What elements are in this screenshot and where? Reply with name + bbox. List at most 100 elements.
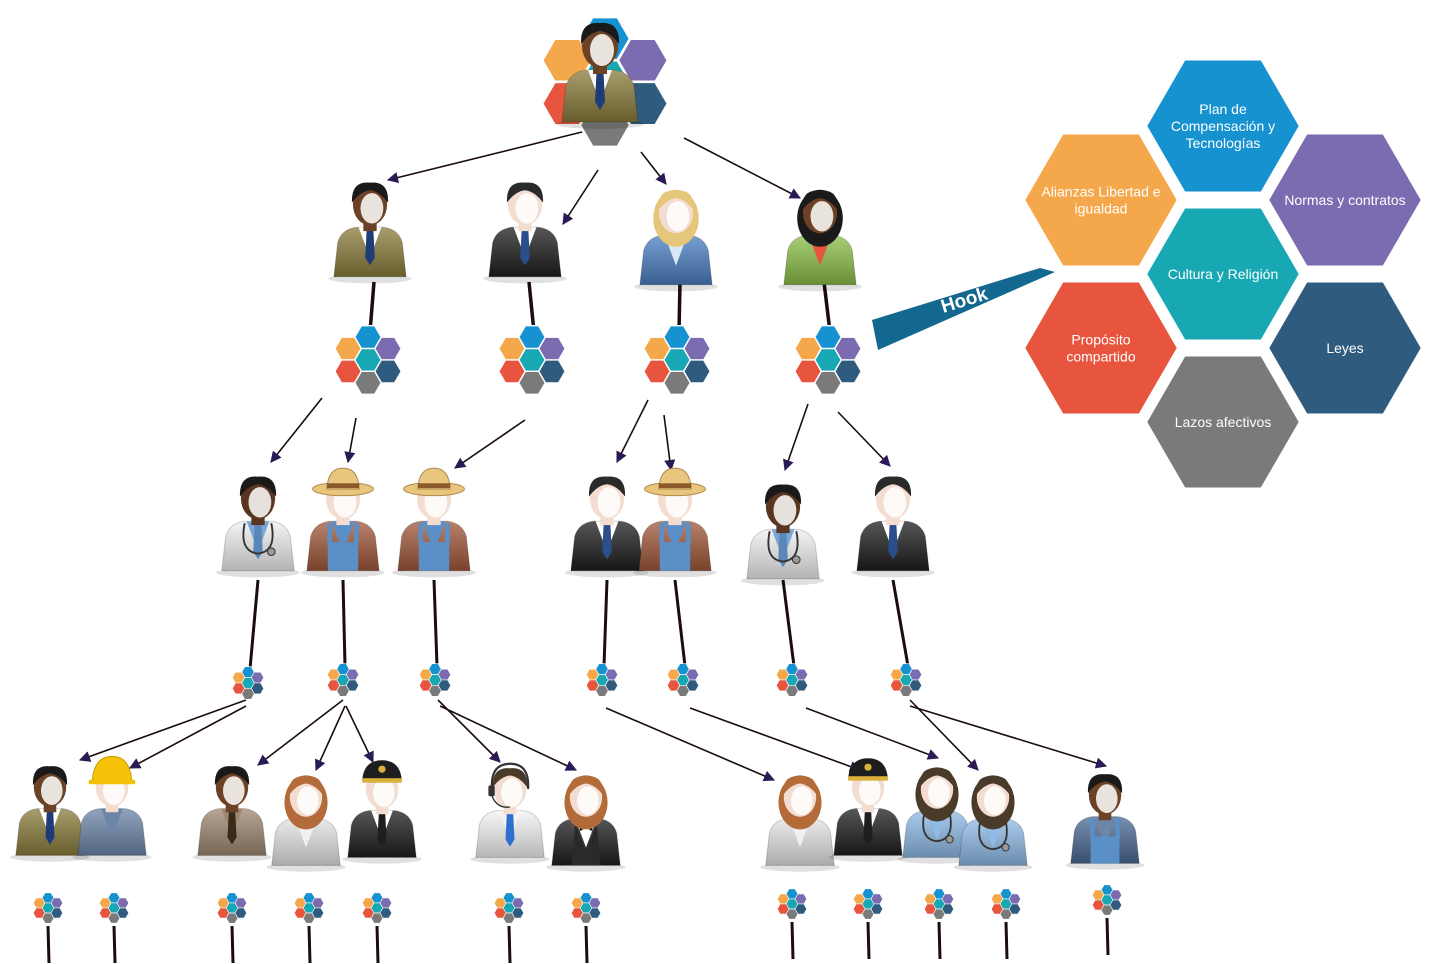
connector-line	[822, 281, 832, 333]
level3-hex-cluster-9	[852, 888, 884, 920]
connector-line	[584, 925, 589, 964]
connector-line	[677, 281, 682, 333]
cluster-hex-gray	[999, 908, 1013, 920]
cluster-hex-gray	[813, 370, 843, 396]
level2-5-farmer-icon	[633, 467, 717, 578]
arrow-line	[909, 699, 979, 771]
cluster-hex-gray	[785, 684, 799, 697]
level3-4-woman-icon	[266, 775, 346, 872]
connector-line	[46, 925, 51, 964]
level2-6-doctor-icon	[741, 484, 825, 586]
connector-line	[866, 921, 871, 960]
cluster-hex-gray	[302, 912, 316, 924]
arrow-line	[344, 417, 357, 464]
cluster-hex-gray	[662, 370, 692, 396]
legend-hex-label: Tecnologías	[1186, 135, 1261, 151]
arrow-line	[689, 707, 862, 772]
arrow-line	[129, 705, 247, 769]
level3-hex-cluster-6	[493, 892, 525, 924]
legend-hex-shape	[1020, 130, 1182, 270]
hook-label: Hook	[939, 284, 991, 318]
level2-hex-cluster-3	[418, 663, 452, 697]
connector-line	[375, 925, 380, 964]
connector-line	[673, 579, 687, 667]
legend-hex-shape	[1020, 278, 1182, 418]
level3-2-construction-worker-icon	[72, 755, 152, 862]
legend-hex-label: Alianzas Libertad e	[1041, 184, 1160, 200]
level3-3-police-icon	[192, 766, 272, 862]
connector-line	[937, 921, 942, 960]
level1-hex-cluster-1	[333, 324, 403, 396]
level3-hex-cluster-11	[990, 888, 1022, 920]
level2-hex-cluster-5	[666, 663, 700, 697]
arrow-line	[454, 419, 526, 469]
level2-hex-cluster-2	[326, 663, 360, 697]
connector-line	[307, 925, 312, 964]
arrow-line	[270, 397, 323, 463]
level2-1-doctor-icon	[216, 476, 300, 578]
connector-line	[341, 579, 347, 667]
level1-2-executive-icon	[483, 182, 567, 284]
cluster-hex-gray	[676, 684, 690, 697]
hook-arrow-shape	[872, 268, 1055, 350]
level3-hex-cluster-12	[1091, 884, 1123, 916]
cluster-hex-gray	[1100, 904, 1114, 916]
legend-hex-label: Lazos afectivos	[1175, 414, 1272, 430]
cluster-hex-gray	[579, 912, 593, 924]
legend-hex-shape	[1264, 278, 1426, 418]
level3-hex-cluster-3	[216, 892, 248, 924]
level2-hex-cluster-7	[889, 663, 923, 697]
level2-3-farmer-icon	[392, 467, 476, 578]
level3-hex-cluster-5	[361, 892, 393, 924]
level2-hex-cluster-4	[585, 663, 619, 697]
level2-2-farmer-icon	[301, 467, 385, 578]
level3-11-nurse-icon	[953, 775, 1033, 872]
level2-7-executive-icon	[851, 476, 935, 578]
legend-hex-shape	[1264, 130, 1426, 270]
level3-8-woman-icon	[760, 775, 840, 872]
cluster-hex-gray	[595, 684, 609, 697]
hex-clusters	[32, 15, 1123, 924]
cluster-hex-gray	[428, 684, 442, 697]
cluster-hex-gray	[502, 912, 516, 924]
legend-hex-label: compartido	[1066, 349, 1135, 365]
legend-hex-shape	[1142, 352, 1304, 492]
legend-hex-label: Normas y contratos	[1284, 192, 1405, 208]
cluster-hex-gray	[785, 908, 799, 920]
cluster-hex-gray	[861, 908, 875, 920]
arrow-line	[386, 129, 591, 184]
legend-hex-shape	[1142, 56, 1304, 196]
top-leader-icon	[556, 22, 644, 129]
arrow-line	[315, 705, 346, 772]
connector-line	[527, 281, 536, 333]
cluster-hex-gray	[107, 912, 121, 924]
level3-1-businessman-icon	[10, 766, 90, 862]
legend-hex-label: Propósito	[1071, 332, 1130, 348]
legend-hex-shape	[1142, 204, 1304, 344]
connector-line	[507, 925, 512, 964]
level3-9-pilot-icon	[828, 758, 908, 862]
arrow-line	[683, 137, 801, 199]
level3-hex-cluster-7	[570, 892, 602, 924]
arrow-line	[616, 399, 649, 464]
cluster-hex-gray	[225, 912, 239, 924]
people-icons	[10, 22, 1145, 872]
cluster-hex-gray	[41, 912, 55, 924]
level3-hex-cluster-2	[98, 892, 130, 924]
level3-hex-cluster-1	[32, 892, 64, 924]
legend-hex-normas: Normas y contratos	[1264, 130, 1426, 270]
cluster-hex-gray	[353, 370, 383, 396]
connector-line	[781, 579, 796, 667]
arrow-line	[345, 705, 374, 764]
level1-1-leader-icon	[328, 182, 412, 284]
level3-5-pilot-icon	[342, 760, 422, 864]
legend-hex-cultura: Cultura y Religión	[1142, 204, 1304, 344]
level3-hex-cluster-10	[923, 888, 955, 920]
arrow-line	[909, 705, 1108, 769]
arrow-line	[663, 414, 676, 472]
